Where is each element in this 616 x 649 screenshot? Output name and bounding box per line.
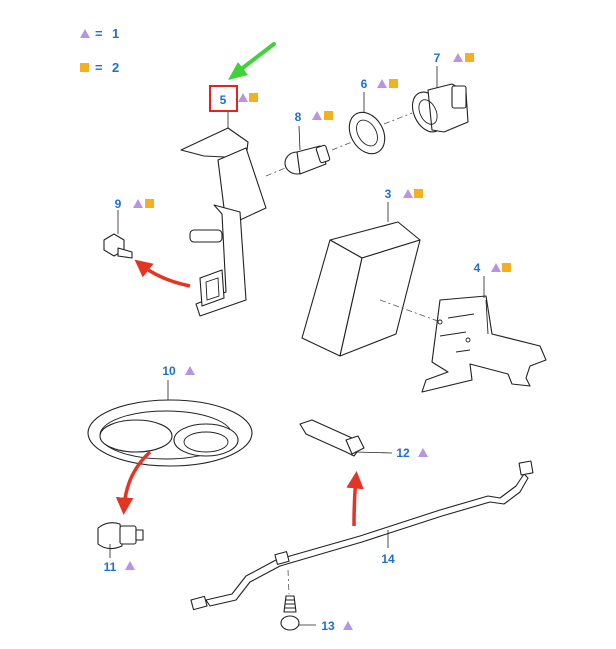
purple-triangle-icon [403, 189, 413, 198]
part-12-clip [299, 419, 393, 457]
orange-square-icon [389, 79, 398, 88]
callout-8: 8 [295, 110, 333, 124]
callout-13-number: 13 [321, 619, 335, 633]
callout-4: 4 [474, 261, 511, 275]
purple-triangle-icon [418, 448, 428, 457]
callout-10-number: 10 [162, 364, 176, 378]
purple-triangle-icon [238, 93, 248, 102]
orange-square-icon [80, 63, 89, 72]
purple-triangle-icon [125, 561, 135, 570]
orange-square-icon [145, 199, 154, 208]
callout-5-number: 5 [220, 93, 227, 107]
callout-6-number: 6 [361, 77, 368, 91]
callout-14: 14 [381, 552, 395, 566]
green-pointer-arrow-icon [228, 42, 276, 80]
purple-triangle-icon [312, 111, 322, 120]
part-11-small-bulb [97, 522, 144, 558]
callout-4-number: 4 [474, 261, 481, 275]
callout-12: 12 [396, 446, 428, 460]
legend-value-2: 2 [112, 60, 119, 75]
callout-14-number: 14 [381, 552, 395, 566]
legend-value-1: 1 [112, 26, 119, 41]
purple-triangle-icon [133, 199, 143, 208]
callout-10: 10 [162, 364, 195, 378]
part-14-harness [190, 460, 534, 611]
purple-triangle-icon [185, 366, 195, 375]
orange-square-icon [249, 93, 258, 102]
orange-square-icon [324, 111, 333, 120]
legend-row-2: = 2 [80, 60, 119, 75]
part-4-mount [421, 276, 547, 393]
callout-5: 5 [220, 93, 258, 107]
part-13-screw [280, 569, 316, 631]
callout-3-number: 3 [385, 187, 392, 201]
callout-6: 6 [361, 77, 398, 91]
callout-3: 3 [385, 187, 423, 201]
legend: = 1 = 2 [80, 26, 119, 75]
purple-triangle-icon [80, 29, 90, 38]
purple-triangle-icon [491, 263, 501, 272]
callout-9: 9 [115, 197, 154, 211]
red-curved-arrow-icon [134, 259, 191, 288]
part-5-bracket [180, 112, 291, 317]
red-curved-arrow-icon [115, 450, 152, 515]
orange-square-icon [502, 263, 511, 272]
part-3-box [301, 202, 447, 357]
part-8-bulb [284, 125, 353, 175]
callout-11-number: 11 [104, 560, 117, 574]
orange-square-icon [465, 53, 474, 62]
part-10-bezel [87, 380, 253, 467]
part-9-bolt [103, 210, 133, 259]
legend-eq-2: = [95, 60, 103, 75]
purple-triangle-icon [377, 79, 387, 88]
legend-eq-1: = [95, 26, 103, 41]
purple-triangle-icon [343, 621, 353, 630]
callout-11: 11 [104, 560, 135, 574]
part-6-ring [348, 92, 413, 155]
orange-square-icon [414, 189, 423, 198]
red-curved-arrow-icon [346, 471, 364, 527]
callout-9-number: 9 [115, 197, 122, 211]
callout-8-number: 8 [295, 110, 302, 124]
callout-13: 13 [321, 619, 353, 633]
callout-7: 7 [434, 51, 474, 65]
callout-5-highlight-box [209, 85, 238, 112]
callout-12-number: 12 [396, 446, 410, 460]
callout-7-number: 7 [434, 51, 441, 65]
purple-triangle-icon [453, 53, 463, 62]
part-7-socket [411, 66, 469, 133]
legend-row-1: = 1 [80, 26, 119, 41]
